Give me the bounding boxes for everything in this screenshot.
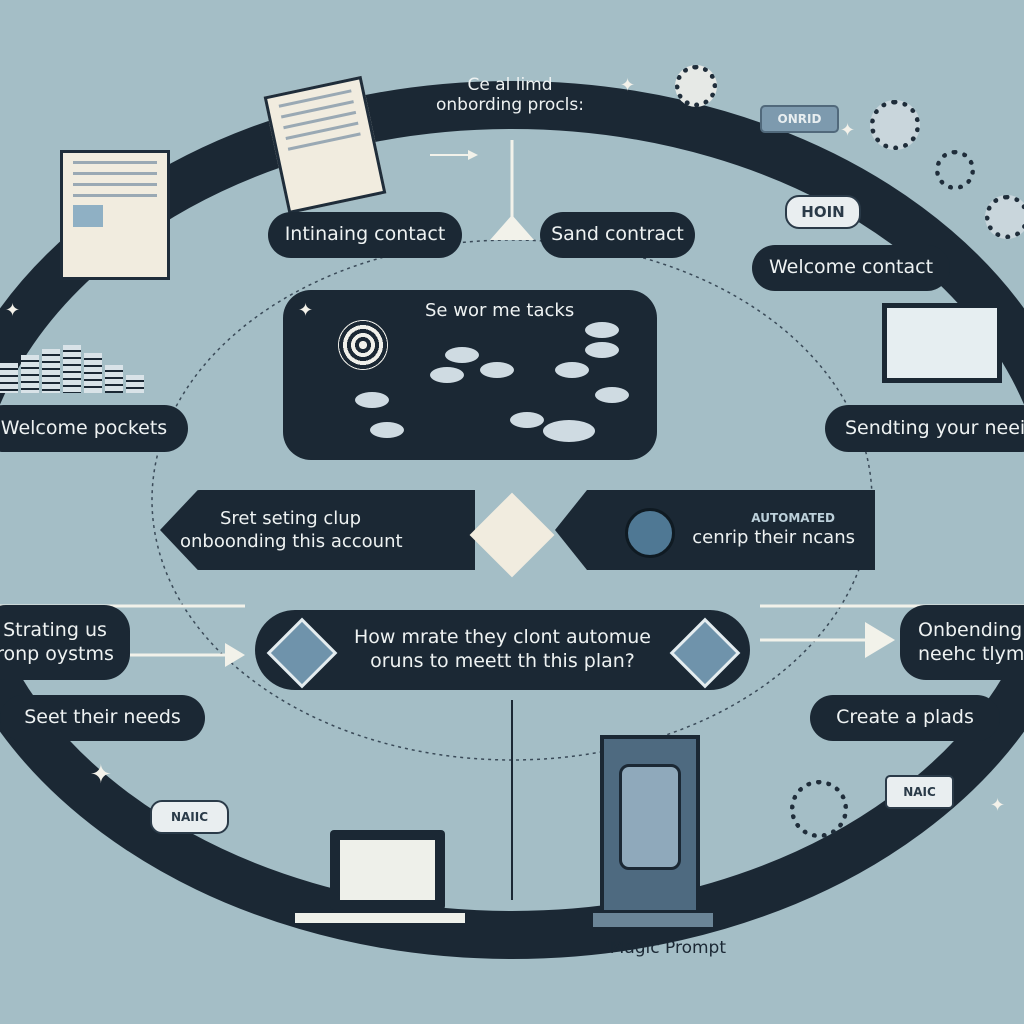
step-label: Welcome pockets xyxy=(0,416,168,439)
coin-icon xyxy=(368,420,406,440)
gear-icon xyxy=(675,65,717,107)
step-label: Welcome contact xyxy=(768,256,934,279)
coin-icon xyxy=(593,385,631,405)
gear-icon xyxy=(870,100,920,150)
coin-icon xyxy=(353,390,391,410)
gear-icon xyxy=(985,195,1024,239)
tasks-panel: Se wor me tacks xyxy=(283,290,657,460)
step-seet-needs[interactable]: Seet their needs xyxy=(0,695,205,741)
sparkle-icon: ✦ xyxy=(5,300,21,321)
step-sending-needs[interactable]: Sendting your neeir xyxy=(825,405,1024,452)
question-line-2: oruns to meett th this plan? xyxy=(370,650,635,672)
automated-tag: AUTOMATED xyxy=(751,510,835,525)
hex-line-2: onboonding this account xyxy=(180,531,403,552)
email-icon xyxy=(625,508,675,558)
step-label-1: Strating us xyxy=(3,618,107,641)
spiral-target-icon xyxy=(338,320,388,370)
step-send-contract[interactable]: Sand contract xyxy=(540,212,695,258)
laptop-base xyxy=(292,910,468,926)
step-label: Create a plads xyxy=(836,706,974,729)
step-welcome-pockets[interactable]: Welcome pockets xyxy=(0,405,188,452)
title-line-1: Ce al limd xyxy=(467,75,553,95)
naiic-badge: NAIIC xyxy=(150,800,229,834)
step-create-plads[interactable]: Create a plads xyxy=(810,695,1000,741)
naic-badge: NAIC xyxy=(885,775,954,809)
sparkle-icon: ✦ xyxy=(620,75,636,96)
sparkle-icon: ✦ xyxy=(90,760,112,790)
step-label: Sand contract xyxy=(551,223,684,246)
coin-icon xyxy=(583,320,621,340)
coin-icon xyxy=(541,418,597,444)
step-label: Seet their needs xyxy=(24,706,181,729)
sparkle-icon: ✦ xyxy=(298,300,314,321)
sparkle-icon: ✦ xyxy=(840,120,856,141)
diamond-badge-icon xyxy=(669,617,741,689)
sparkle-icon: ✦ xyxy=(990,795,1006,816)
step-label-2: ronp oystms xyxy=(0,642,114,665)
kiosk-base xyxy=(590,910,716,930)
question-banner: How mrate they clont automue oruns to me… xyxy=(255,610,750,690)
step-welcome-contact[interactable]: Welcome contact xyxy=(752,245,950,291)
title-line-2: onbording procls: xyxy=(435,95,584,116)
laptop-icon xyxy=(330,830,445,910)
document-clipboard-icon xyxy=(60,150,170,280)
magic-prompt-caption: 'Magic Prompt xyxy=(605,938,727,958)
gear-icon xyxy=(790,780,848,838)
gear-icon xyxy=(935,150,975,190)
coin-icon xyxy=(583,340,621,360)
step-label-2: neehc tlym xyxy=(918,642,1024,665)
step-account-setup[interactable]: Sret seting clup onboonding this account xyxy=(160,490,475,570)
coin-stacks-icon xyxy=(0,345,145,393)
monitor-icon xyxy=(882,303,1002,383)
onrid-badge: ONRID xyxy=(760,105,839,133)
coin-icon xyxy=(478,360,516,380)
question-line-1: How mrate they clont automue xyxy=(354,626,651,649)
step-label: Sendting your neeir xyxy=(845,416,1024,439)
step-label: Intinaing contact xyxy=(284,223,446,246)
coin-icon xyxy=(553,360,591,380)
diamond-badge-icon xyxy=(266,617,338,689)
coin-icon xyxy=(428,365,466,385)
step-initiating-contact[interactable]: Intinaing contact xyxy=(268,212,462,258)
panel-title: Se wor me tacks xyxy=(425,300,575,321)
hex-line-1: Sret seting clup xyxy=(220,507,362,529)
hoin-badge: HOIN xyxy=(785,195,861,229)
step-automated[interactable]: AUTOMATED cenrip their ncans xyxy=(555,490,875,570)
coin-icon xyxy=(443,345,481,365)
kiosk-monument-icon xyxy=(600,735,700,915)
step-label-1: Onbending xyxy=(918,618,1023,641)
ring-title: Ce al limd onbording procls: xyxy=(410,75,610,116)
hex-line-2: cenrip their ncans xyxy=(692,527,855,549)
coin-icon xyxy=(508,410,546,430)
